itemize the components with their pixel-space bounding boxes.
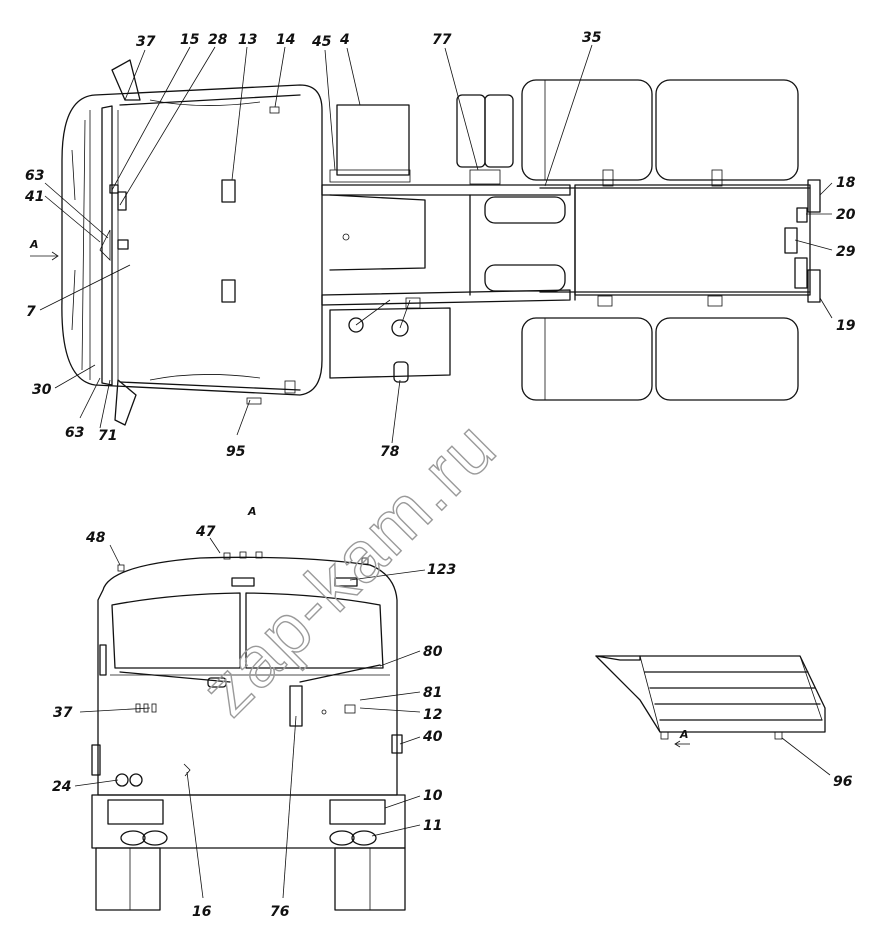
callout-13: 13 [238,32,257,48]
callout-12: 12 [423,707,442,723]
callout-18: 18 [836,175,856,191]
callout-78: 78 [380,444,400,460]
callout-29: 29 [836,244,856,260]
callout-47: 47 [195,524,216,540]
callout-95: 95 [226,444,246,460]
callout-96: 96 [833,774,853,790]
callout-16: 16 [192,904,212,920]
callout-40: 40 [422,729,443,745]
front-view-cab [91,551,406,911]
callout-77: 77 [432,32,452,48]
callout-19: 19 [836,318,856,334]
callout-24: 24 [52,779,71,795]
callout-4: 4 [339,32,350,48]
callout-35: 35 [582,30,602,46]
callout-37-top: 37 [136,34,156,50]
callout-45: 45 [311,34,332,50]
front-leaders [74,537,426,899]
view-marker-a-front: А [247,505,257,518]
callout-37-front: 37 [53,705,73,721]
callout-71: 71 [98,428,117,444]
callout-30: 30 [32,382,52,398]
callout-48: 48 [85,530,106,546]
callout-11: 11 [423,818,442,834]
callout-15: 15 [180,32,200,48]
callout-20: 20 [836,207,856,223]
view-marker-a-top: А [29,238,39,251]
callout-7: 7 [26,304,36,320]
top-leaders [30,44,833,444]
callout-80: 80 [423,644,443,660]
callout-123: 123 [427,562,456,578]
callout-28: 28 [208,32,228,48]
callout-63-bottom: 63 [65,425,84,441]
top-view-cab [61,59,323,426]
view-marker-a-platform: А [679,728,689,741]
callout-63-top: 63 [25,168,44,184]
callout-76: 76 [270,904,290,920]
callout-41: 41 [24,189,44,205]
platform-view [595,655,831,776]
callout-81: 81 [423,685,442,701]
top-view-frame [321,79,821,401]
labels: 37 15 28 13 14 45 4 77 35 18 20 29 19 63… [24,30,856,920]
callout-10: 10 [423,788,443,804]
callout-14: 14 [276,32,295,48]
